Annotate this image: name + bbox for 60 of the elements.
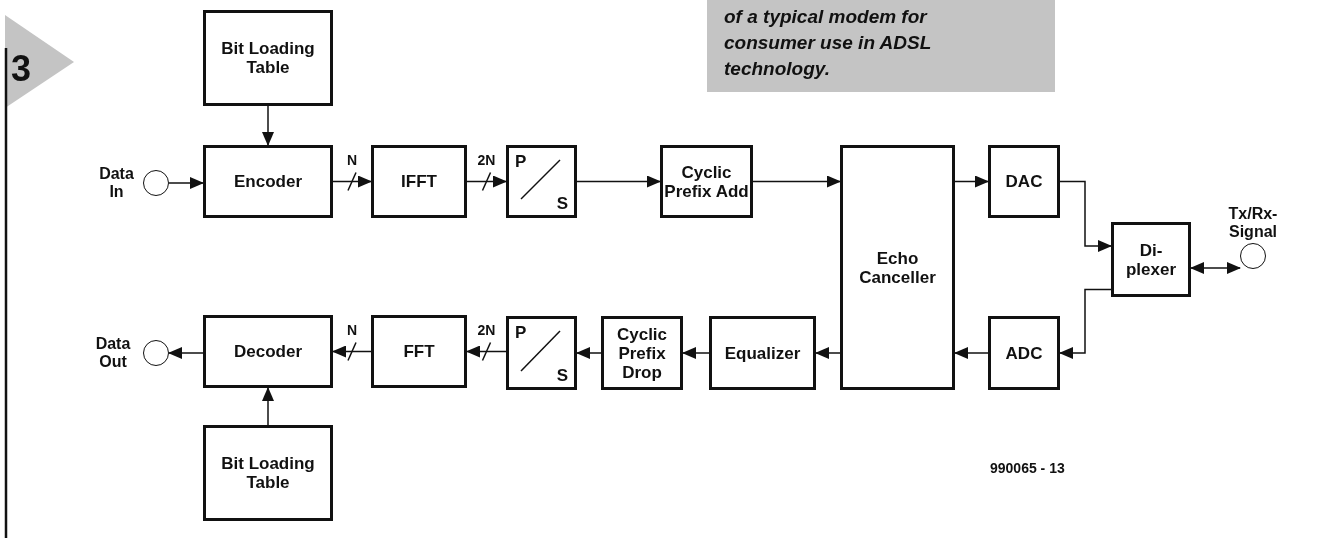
block-label: FFT — [403, 342, 435, 361]
terminal-label: Data In — [98, 165, 135, 201]
arrow — [682, 347, 710, 359]
arrow — [1059, 180, 1112, 252]
process-block — [988, 145, 1060, 218]
process-block — [988, 316, 1060, 390]
process-block — [203, 425, 333, 521]
process-block — [203, 10, 333, 106]
process-block — [371, 315, 467, 388]
arrow — [954, 175, 989, 188]
block-label: Cyclic Prefix Add — [663, 162, 750, 201]
edge-label: N — [345, 151, 359, 168]
converter-block — [506, 145, 577, 218]
block-label: DAC — [1005, 172, 1043, 191]
block-label: Di- plexer — [1124, 240, 1178, 279]
block-label: Cyclic Prefix Drop — [615, 324, 669, 382]
block-label: S — [556, 366, 568, 385]
block-label: Bit Loading Table — [220, 39, 316, 77]
converter-block — [506, 316, 577, 390]
arrow — [752, 175, 841, 188]
figure-code: 990065 - 13 — [990, 460, 1065, 476]
arrow — [262, 105, 274, 146]
arrow — [576, 175, 661, 188]
block-label: Bit Loading Table — [220, 454, 316, 492]
figure-number: 3 — [11, 48, 32, 90]
block-label: S — [556, 194, 568, 213]
process-block — [660, 145, 753, 218]
terminal-label: Data Out — [94, 335, 132, 371]
block-label: P — [515, 152, 527, 171]
arrow — [815, 347, 841, 359]
terminal-label: Tx/Rx- Signal — [1227, 205, 1279, 241]
block-label: Encoder — [234, 172, 302, 191]
arrow — [332, 175, 372, 188]
edge-label: 2N — [476, 151, 497, 168]
arrow — [332, 345, 372, 358]
arrow — [168, 177, 204, 189]
arrow — [466, 345, 507, 358]
edge-label: N — [345, 321, 359, 338]
process-block — [1111, 222, 1191, 297]
arrow — [262, 387, 274, 426]
block-label: P — [515, 323, 527, 342]
arrow — [576, 347, 602, 359]
block-label: Echo Canceller — [858, 248, 937, 287]
arrow — [1059, 288, 1112, 359]
process-block — [203, 145, 333, 218]
arrow — [466, 175, 507, 188]
process-block — [203, 315, 333, 388]
process-block — [840, 145, 955, 390]
block-label: IFFT — [401, 172, 437, 191]
block-label: Equalizer — [724, 343, 801, 363]
arrow — [1190, 262, 1241, 274]
edge-label: 2N — [476, 321, 497, 338]
block-label: Decoder — [234, 342, 302, 361]
arrow — [954, 347, 989, 359]
arrow — [168, 347, 204, 359]
block-label: ADC — [1005, 343, 1043, 363]
caption-text: of a typical modem for consumer use in ADSL technology. — [724, 5, 932, 81]
process-block — [709, 316, 816, 390]
process-block — [371, 145, 467, 218]
process-block — [601, 316, 683, 390]
